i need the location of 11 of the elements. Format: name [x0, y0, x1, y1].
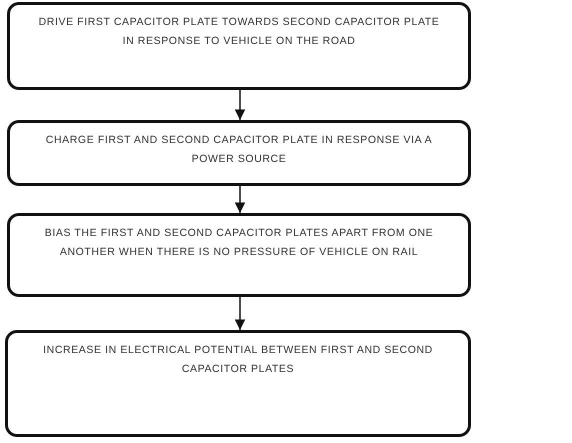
- arrow: [234, 186, 246, 213]
- arrow: [234, 297, 246, 330]
- process-box: [5, 330, 471, 437]
- process-box: [7, 2, 471, 90]
- arrow: [234, 90, 246, 120]
- process-box: [7, 120, 471, 186]
- step-text: INCREASE IN ELECTRICAL POTENTIAL BETWEEN FIRST AND SECOND CAPACITOR PLATES: [42, 343, 434, 377]
- step-text: DRIVE FIRST CAPACITOR PLATE TOWARDS SECOND CAPACITOR PLATE IN RESPONSE TO VEHICLE ON THE ROAD: [38, 15, 440, 49]
- step-text: BIAS THE FIRST AND SECOND CAPACITOR PLATES APART FROM ONE ANOTHER WHEN THERE IS NO PRESSURE OF VEHICLE ON RAIL: [44, 226, 434, 260]
- step-text: CHARGE FIRST AND SECOND CAPACITOR PLATE IN RESPONSE VIA A POWER SOURCE: [44, 133, 434, 167]
- process-box: [7, 213, 471, 297]
